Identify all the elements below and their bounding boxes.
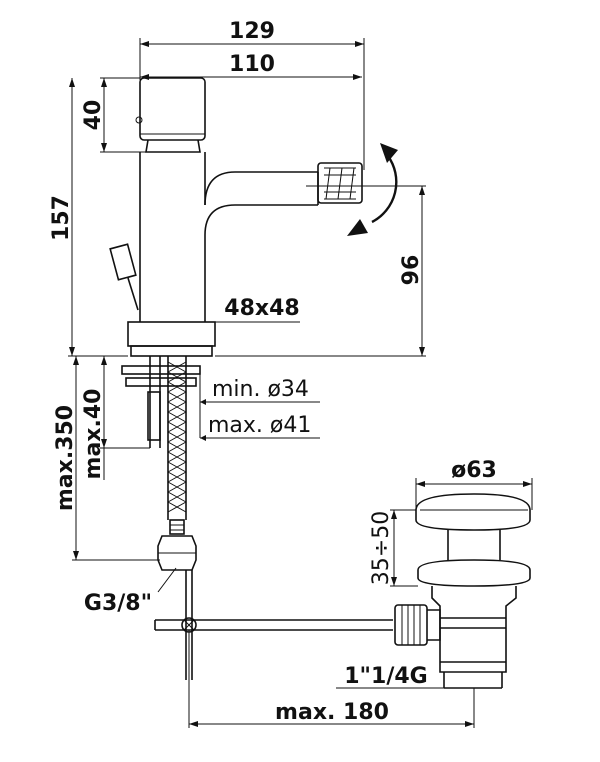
dim-hole-max: max. ø41: [208, 413, 311, 438]
dim-thread: 1"1/4G: [344, 664, 427, 689]
dim-lift: 35÷50: [369, 511, 394, 585]
dim-hole-min: min. ø34: [212, 377, 309, 402]
rotation-arrow-icon: [347, 143, 398, 236]
popup-waste: [394, 493, 531, 689]
dim-base: 48x48: [224, 296, 299, 321]
dim-157: 157: [49, 195, 74, 241]
dim-g38: G3/8": [84, 591, 152, 616]
dim-129: 129: [229, 19, 275, 44]
fixing-assembly: [121, 356, 201, 448]
faucet-body: [109, 77, 374, 357]
dimension-arrowheads: [69, 41, 532, 727]
dim-40-handle: 40: [81, 100, 106, 131]
dim-96: 96: [399, 255, 424, 286]
dim-max350: max.350: [53, 405, 78, 511]
dim-max180: max. 180: [275, 700, 389, 725]
dim-max40: max.40: [81, 389, 106, 480]
dimension-lines: [68, 38, 533, 728]
flexible-hose: [157, 356, 197, 571]
dim-110: 110: [229, 52, 275, 77]
dim-d63: ø63: [451, 458, 497, 483]
